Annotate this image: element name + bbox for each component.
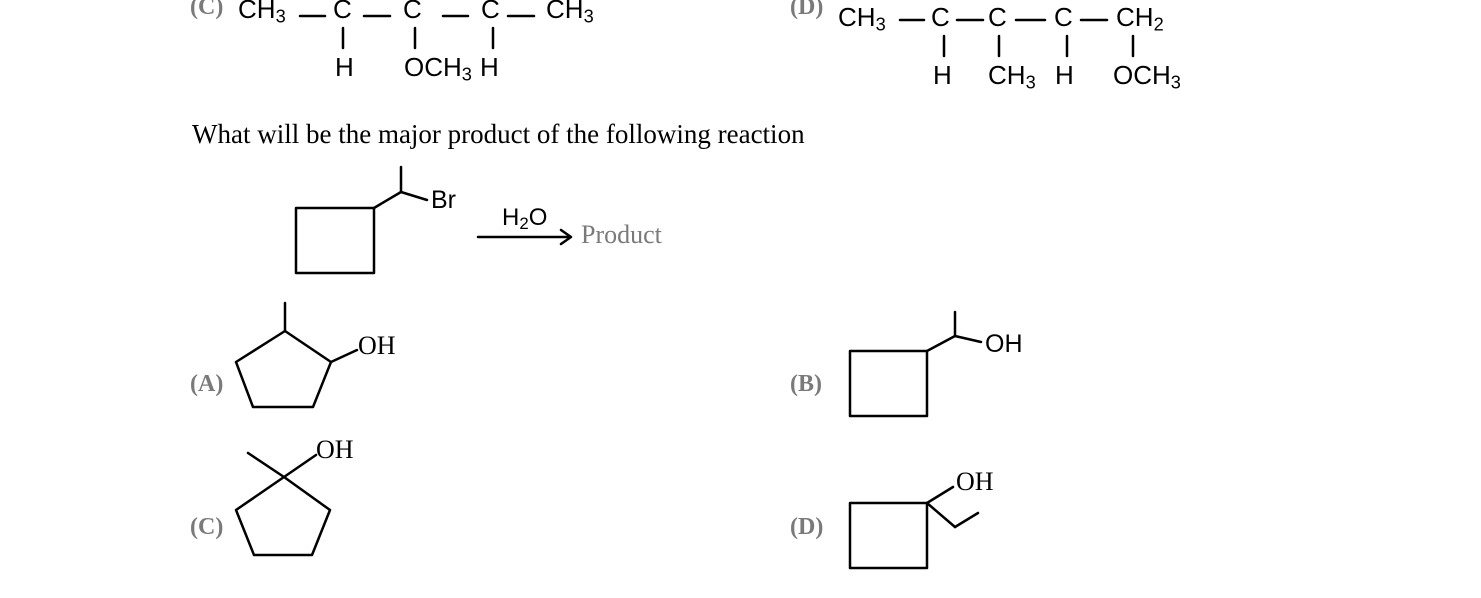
option-c-oh: OH <box>316 435 354 464</box>
reaction-arrow <box>476 228 573 246</box>
prev-c-h-1: H <box>335 52 354 82</box>
prev-d-och3: OCH3 <box>1113 60 1181 93</box>
prev-option-c-formula: CH3 <box>238 0 286 28</box>
reactant-structure <box>294 165 429 275</box>
prev-c-ch3-right: CH3 <box>546 0 594 27</box>
option-c-label: (C) <box>190 514 224 540</box>
option-b-label: (B) <box>790 371 822 397</box>
option-b-oh: OH <box>985 330 1023 358</box>
prev-d-carbon-2: C <box>988 2 1007 32</box>
prev-option-d-label: (D) <box>790 0 824 20</box>
option-d-label: (D) <box>790 514 824 540</box>
prev-c-carbon-2: C <box>403 0 422 24</box>
prev-c-och3: OCH3 <box>404 52 472 85</box>
prev-d-bonds <box>898 18 1135 58</box>
question-text: What will be the major product of the fo… <box>192 119 805 149</box>
option-d-structure <box>848 485 980 570</box>
prev-c-h-2: H <box>480 52 499 82</box>
prev-d-carbon-1: C <box>931 2 950 32</box>
prev-c-bonds <box>298 14 536 50</box>
option-a-label: (A) <box>190 371 224 397</box>
prev-d-ch2: CH2 <box>1116 2 1164 35</box>
option-d-oh: OH <box>956 467 994 496</box>
option-a-structure <box>234 301 359 409</box>
product-text: Product <box>581 220 662 249</box>
reagent-water: H2O <box>502 204 548 234</box>
prev-c-ch3-left: CH3 <box>238 0 286 27</box>
prev-d-ch3-sub: CH3 <box>988 60 1036 93</box>
prev-d-h-2: H <box>1055 60 1074 90</box>
prev-c-carbon-3: C <box>481 0 500 24</box>
option-c-structure <box>234 451 332 557</box>
option-a-oh: OH <box>358 331 396 360</box>
prev-d-ch3: CH3 <box>838 2 886 35</box>
option-b-structure <box>848 310 983 418</box>
reactant-br: Br <box>431 186 456 214</box>
prev-d-h-1: H <box>933 60 952 90</box>
prev-option-c-label: (C) <box>190 0 224 20</box>
prev-c-carbon-1: C <box>333 0 352 24</box>
prev-d-carbon-3: C <box>1054 2 1073 32</box>
